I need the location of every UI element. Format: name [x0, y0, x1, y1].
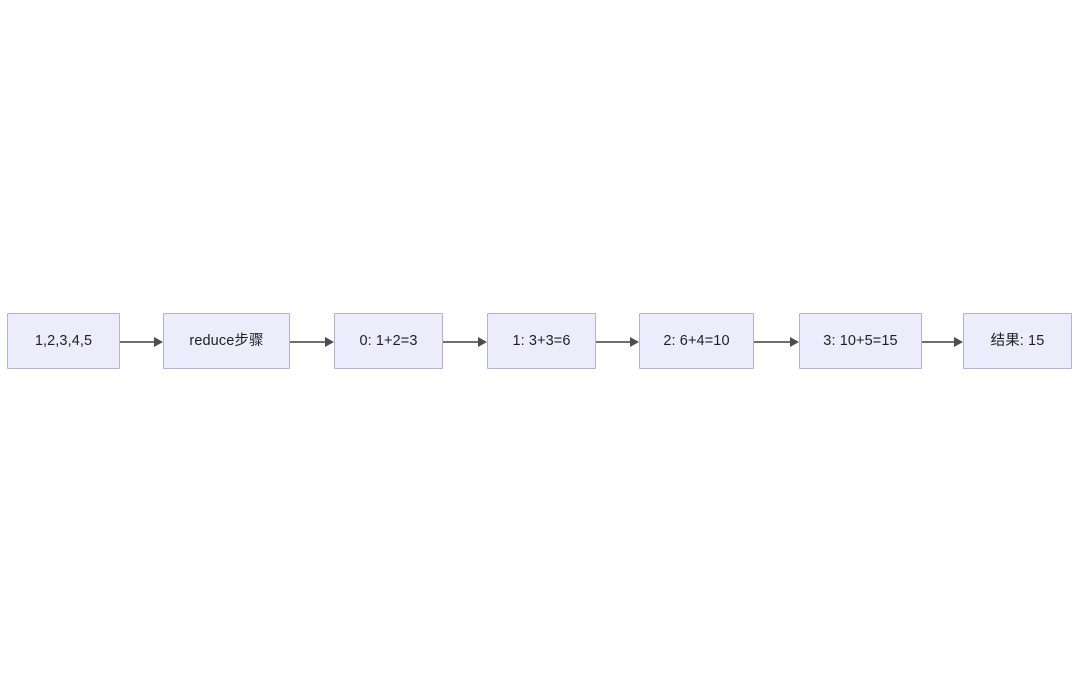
edge-line: [754, 341, 790, 343]
node-step-2[interactable]: 2: 6+4=10: [639, 313, 754, 369]
arrowhead-icon: [630, 336, 639, 347]
node-label: 0: 1+2=3: [359, 332, 418, 349]
edge-line: [443, 341, 478, 343]
arrowhead-icon: [478, 336, 487, 347]
node-result[interactable]: 结果: 15: [963, 313, 1072, 369]
edge-line: [596, 341, 630, 343]
arrowhead-icon: [954, 336, 963, 347]
edge-line: [120, 341, 154, 343]
node-label: 结果: 15: [990, 332, 1045, 349]
node-label: 1: 3+3=6: [512, 332, 571, 349]
node-step-1[interactable]: 1: 3+3=6: [487, 313, 596, 369]
node-label: 3: 10+5=15: [823, 332, 898, 349]
arrowhead-icon: [790, 336, 799, 347]
edge-line: [290, 341, 325, 343]
node-label: 2: 6+4=10: [663, 332, 730, 349]
node-step-0[interactable]: 0: 1+2=3: [334, 313, 443, 369]
arrowhead-icon: [325, 336, 334, 347]
node-step-3[interactable]: 3: 10+5=15: [799, 313, 922, 369]
arrowhead-icon: [154, 336, 163, 347]
node-label: 1,2,3,4,5: [34, 332, 93, 349]
edge-line: [922, 341, 954, 343]
node-input[interactable]: 1,2,3,4,5: [7, 313, 120, 369]
node-reduce-steps[interactable]: reduce步骤: [163, 313, 290, 369]
node-label: reduce步骤: [189, 332, 264, 349]
